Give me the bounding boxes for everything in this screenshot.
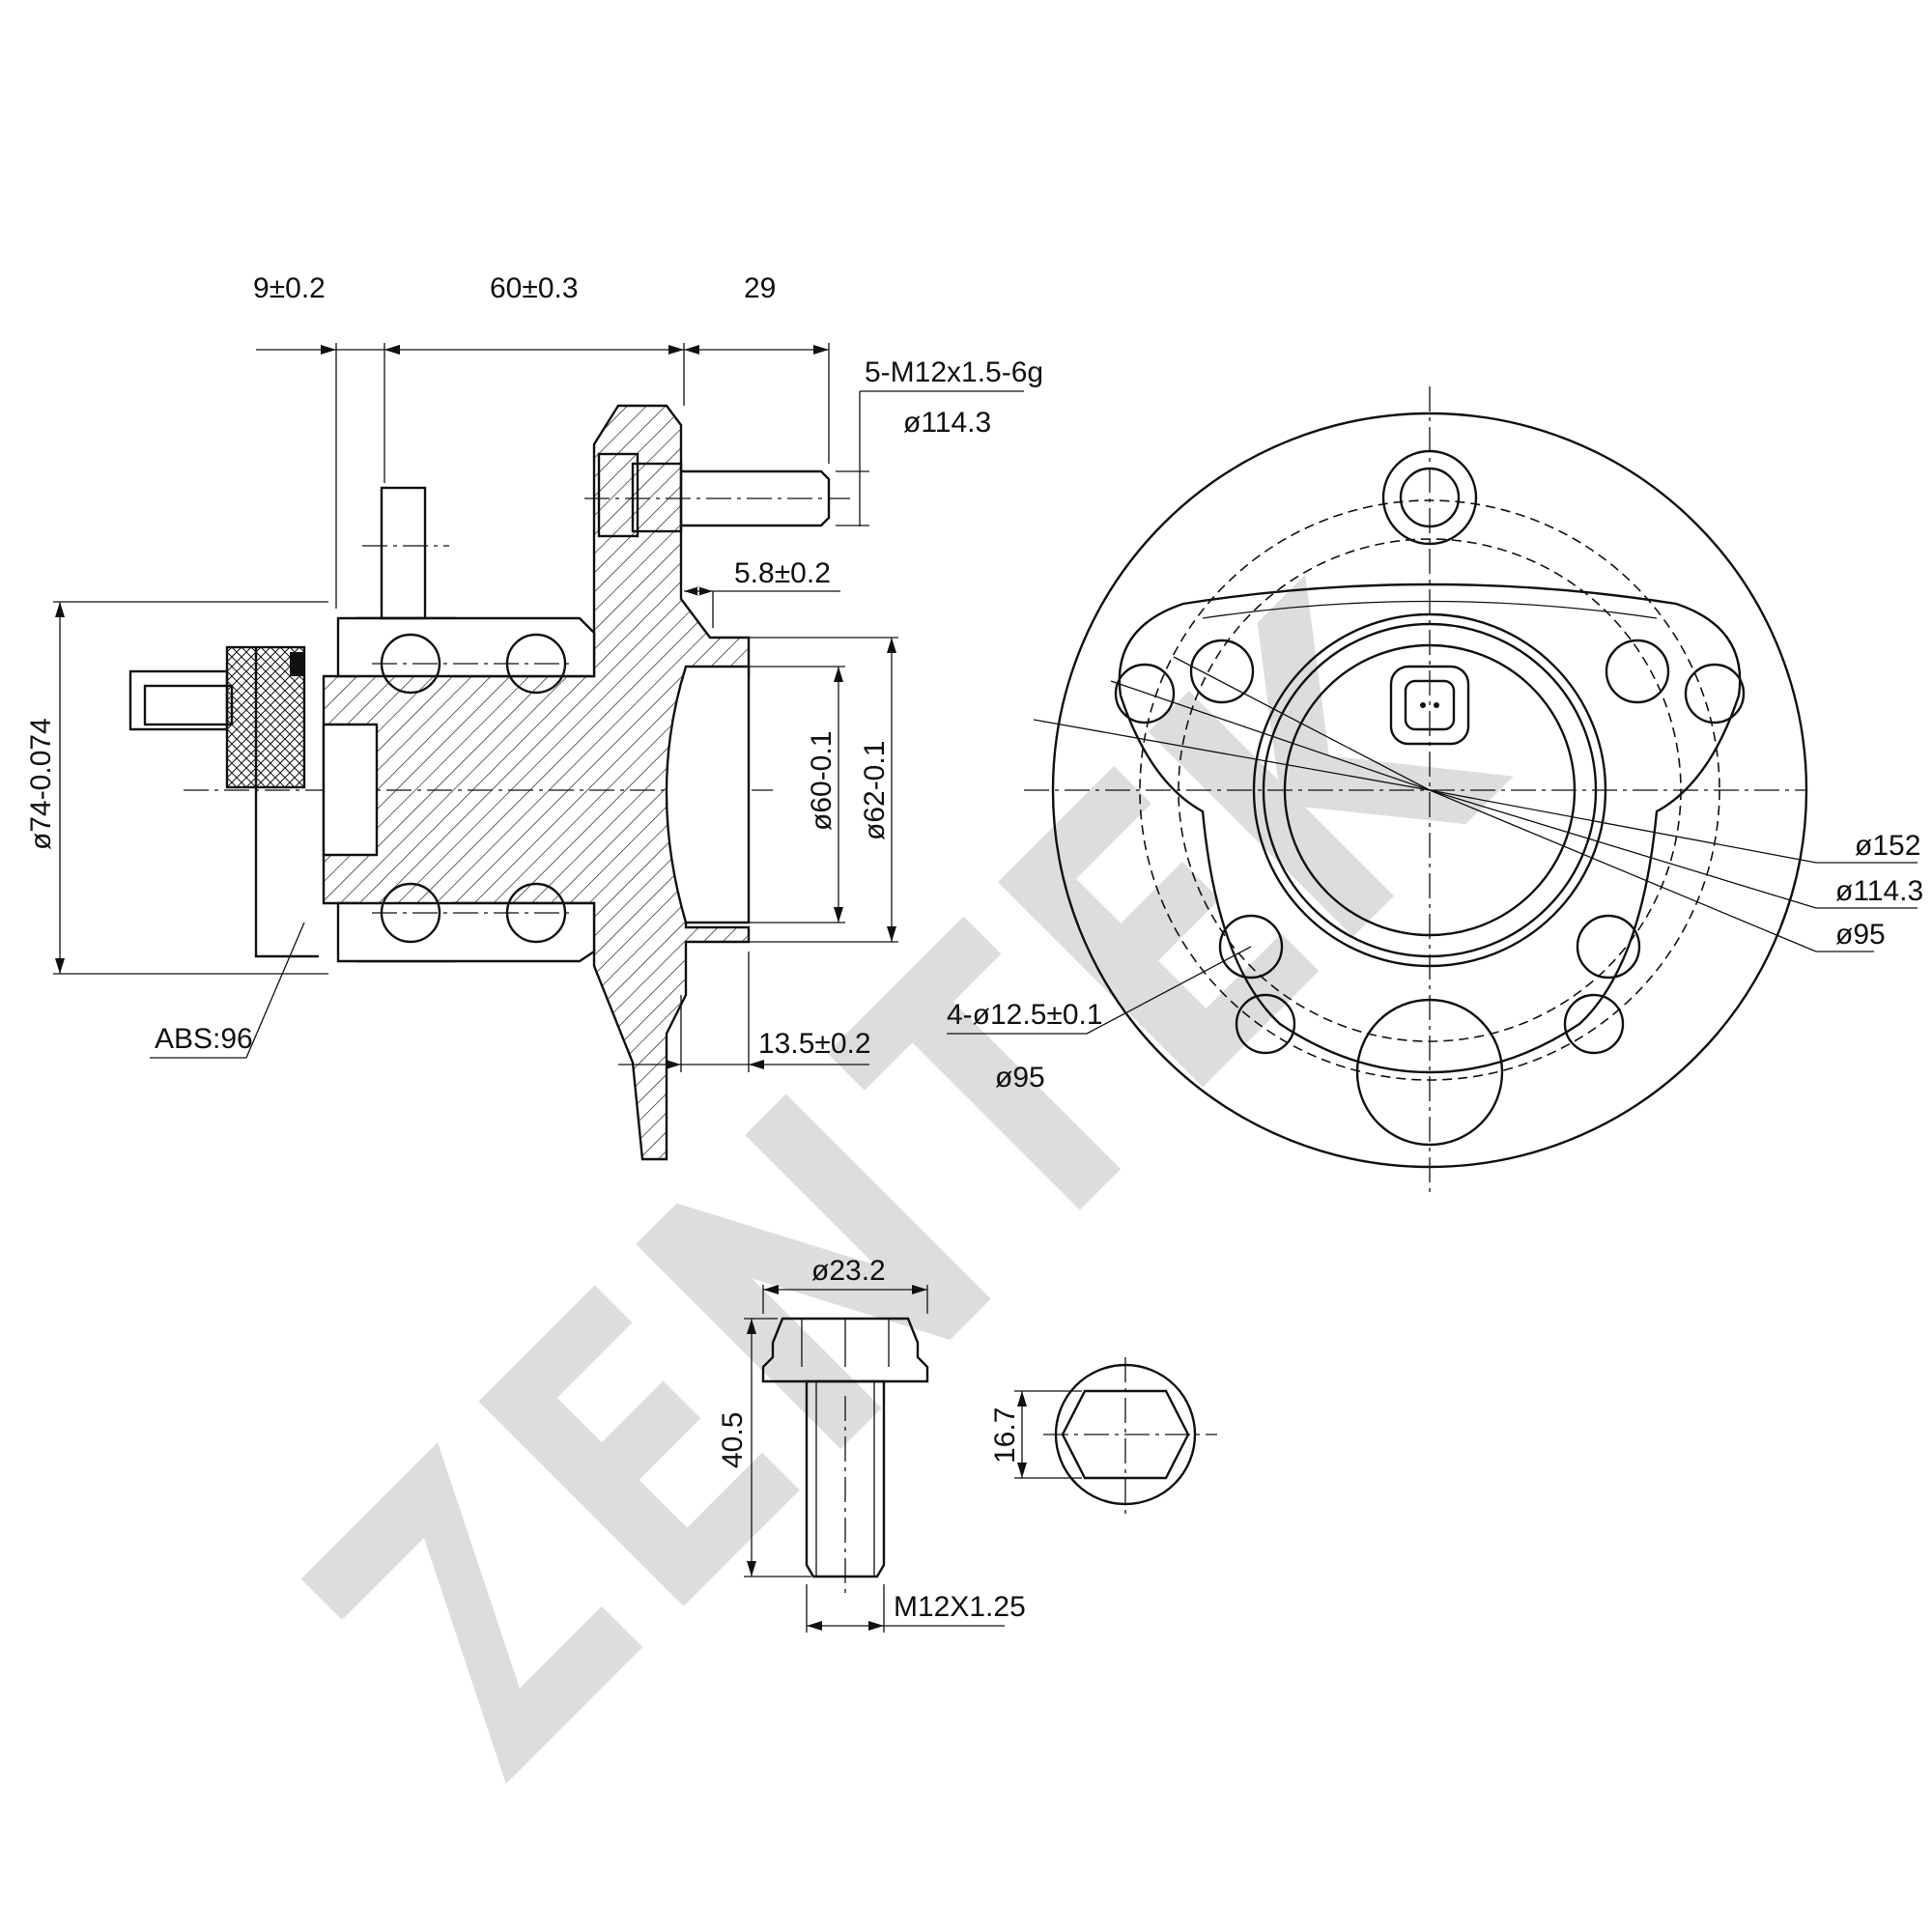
dia-114: ø114.3 (1835, 875, 1923, 907)
stud-spec: 5-M12x1.5-6g (865, 356, 1043, 388)
dia-95: ø95 (1835, 919, 1886, 951)
mount-hole-3 (1218, 914, 1284, 980)
flange-outline (1118, 582, 1742, 1074)
dim-outer-dia: ø74-0.074 (25, 718, 57, 850)
abs-cover (254, 647, 319, 958)
bolt-head-dia: ø23.2 (811, 1255, 886, 1287)
dim-offset: 5.8±0.2 (734, 557, 831, 589)
stud-pcd: ø114.3 (903, 407, 991, 439)
dim-pilot-60: ø60-0.1 (806, 731, 838, 831)
bolt-head (761, 1317, 929, 1383)
bolt-thread: M12X1.25 (894, 1591, 1026, 1623)
abs-sensor-plug-inner (1404, 679, 1456, 731)
outer-ring (336, 616, 596, 678)
dia-152: ø152 (1855, 830, 1920, 862)
watermark-letter-z (300, 1442, 643, 1784)
abs-connector-inner (143, 684, 234, 726)
flange-outline-inner (1202, 600, 1658, 619)
top-boss (1381, 449, 1478, 546)
bottom-left-boss-hole (1235, 993, 1296, 1055)
bottom-right-boss-hole (1563, 993, 1625, 1055)
wheel-stud-head (597, 452, 639, 538)
abs-label: ABS:96 (155, 1023, 253, 1055)
wheel-stud-knurl (631, 462, 683, 533)
dim-29: 29 (744, 272, 776, 304)
bolt-view: ø23.2 40.5 M12X1.25 16.7 (717, 1255, 1217, 1633)
mount-lug (380, 486, 427, 620)
watermark-letter-e2 (997, 766, 1320, 1088)
dim-flange: 13.5±0.2 (758, 1028, 871, 1060)
bottom-boss (1355, 998, 1504, 1147)
left-boss-hole (1114, 663, 1176, 724)
hub-pilot-recess (665, 665, 751, 924)
mount-hole-4 (1576, 914, 1641, 980)
watermark-letter-t (827, 916, 1122, 1210)
watermark (300, 575, 1514, 1784)
center-bore-mid (1262, 622, 1598, 958)
abs-sensor-plug (1389, 665, 1470, 746)
mount-hole-2 (1605, 639, 1670, 704)
hub-bore (322, 723, 379, 857)
bolt-length: 40.5 (717, 1412, 749, 1468)
pcd-114-circle (1178, 538, 1682, 1042)
front-view: ø152 ø114.3 ø95 4-ø12.5±0.1 ø95 (947, 386, 1923, 1198)
top-boss-hole (1399, 467, 1461, 528)
bolt-across-flats: 16.7 (989, 1407, 1021, 1463)
dim-9: 9±0.2 (253, 272, 326, 304)
bolt-shank (805, 1379, 886, 1578)
watermark-letter-e (478, 1285, 800, 1606)
abs-connector (128, 669, 229, 731)
watermark-letter-k (1148, 575, 1514, 937)
pcd-152-circle (1139, 499, 1720, 1081)
right-boss-hole (1684, 663, 1746, 724)
seal-lip (290, 652, 305, 676)
holes-spec: 4-ø12.5±0.1 (947, 999, 1103, 1031)
outer-ring-bottom (336, 901, 596, 963)
side-section-view: 9±0.2 60±0.3 29 5-M12x1.5-6g ø114.3 5.8±… (25, 272, 1043, 1161)
watermark-letter-n (636, 1094, 991, 1450)
dim-60: 60±0.3 (490, 272, 579, 304)
mount-hole-1 (1189, 639, 1255, 704)
dim-pilot-62: ø62-0.1 (859, 741, 891, 840)
center-bore-outer (1252, 612, 1607, 968)
holes-pcd: ø95 (995, 1062, 1045, 1094)
flange-outer-circle (1051, 412, 1808, 1169)
center-bore-inner (1283, 643, 1577, 937)
